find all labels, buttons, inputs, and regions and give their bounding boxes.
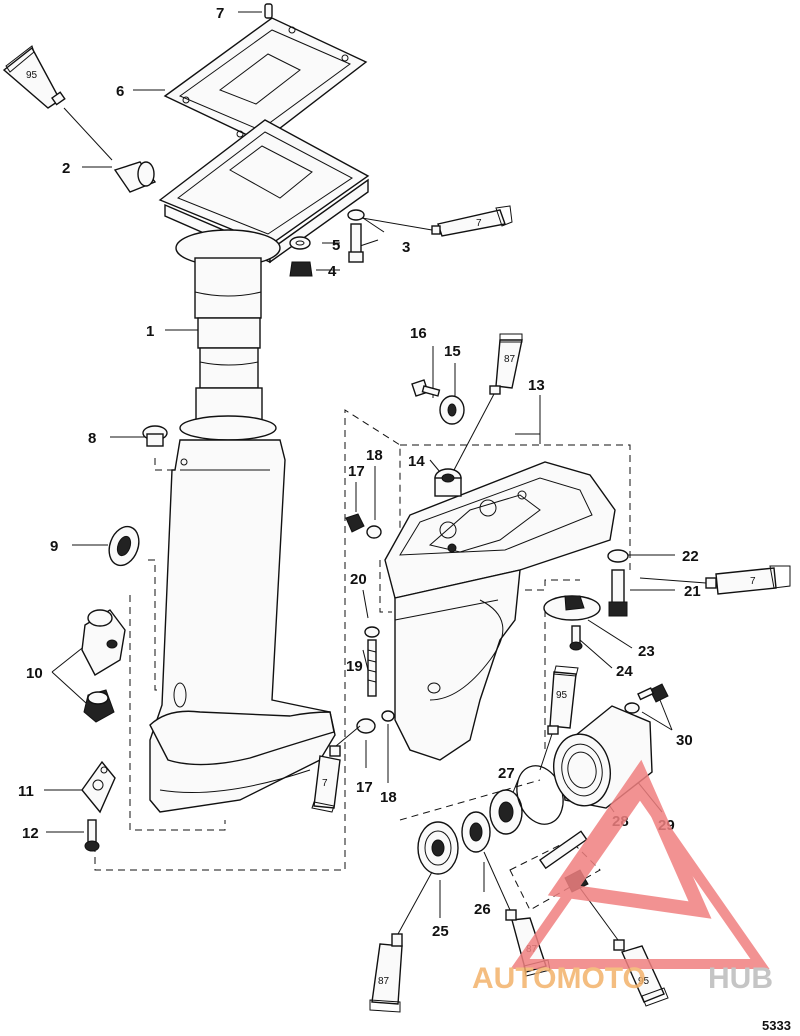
callout-26: 26 [474,901,491,918]
part-6-gasket [163,17,368,143]
lubricant-tube-87-bottom-mid: 87 [483,851,551,977]
part-12-screw [84,819,100,852]
callout-27: 27 [498,765,515,782]
callout-11: 11 [18,783,34,800]
watermark-logo: AUTOMOTO HUB [472,759,773,995]
drawing-number: 5333 [762,1018,791,1033]
part-5-washer [289,236,311,250]
callout-18-lower: 18 [380,789,397,806]
part-17-nut-upper [345,513,365,533]
tube-label: 95 [26,70,38,81]
callout-24: 24 [616,663,633,680]
callout-17-lower: 17 [356,779,373,796]
part-4-nut [289,261,313,277]
lubricant-tube-95-topleft: 95 [2,45,113,161]
part-27-bearing [489,789,523,835]
watermark-triangle-outer [510,783,770,969]
callout-9: 9 [50,538,58,555]
callout-22: 22 [682,548,699,565]
callout-21: 21 [684,583,701,600]
lubricant-tube-87-bottom-left: 87 [369,871,433,1013]
tube-label: 87 [504,354,516,365]
part-7-plug [264,3,273,19]
part-22-washer [607,549,629,563]
callout-6: 6 [116,83,124,100]
part-20-washer [364,626,380,638]
part-18-washer-lower [381,710,395,722]
part-16-bolt [411,379,441,397]
callout-30: 30 [676,732,693,749]
lubricant-tube-7-right-mid: 7 [639,565,791,595]
tube-label: 7 [476,218,482,229]
lubricant-tube-7-lower-left: 7 [311,725,361,813]
callout-10: 10 [26,665,43,682]
callout-19: 19 [346,658,363,675]
callout-3: 3 [402,239,410,256]
part-1-driveshaft-housing [149,119,370,813]
part-30-bolt-washer [624,683,669,714]
part-25-bearing [417,821,459,875]
part-10-bracket [81,609,126,723]
callout-25: 25 [432,923,449,940]
callout-7: 7 [216,5,224,22]
part-17-nut-lower [356,718,376,734]
callout-20: 20 [350,571,367,588]
part-13-gearcase [384,461,616,761]
part-9-grommet [108,525,140,567]
part-14-bushing [434,468,462,497]
part-2-sleeve [113,161,157,193]
callout-2: 2 [62,160,70,177]
tube-label: 7 [750,576,756,587]
callout-14: 14 [408,453,425,470]
callout-18-upper: 18 [366,447,383,464]
lubricant-tube-95-mid: 95 [539,665,579,771]
part-24-screw [569,625,583,651]
callout-16: 16 [410,325,427,342]
callout-23: 23 [638,643,655,660]
leader-lines [44,11,675,918]
part-19-stud [367,639,377,697]
part-8-plug [142,425,168,447]
tube-label: 7 [322,778,328,789]
callout-12: 12 [22,825,39,842]
callout-8: 8 [88,430,96,447]
callout-17-upper: 17 [348,463,365,480]
part-18-washer-upper [366,525,382,539]
callout-5: 5 [332,237,340,254]
callout-4: 4 [328,263,337,280]
tube-label: 87 [378,976,390,987]
part-21-bolt [608,569,628,617]
watermark-text-automoto: AUTOMOTO [472,962,646,995]
part-23-anode [543,595,601,621]
lubricant-tube-7-right-top: 7 [361,205,513,237]
lubricant-tube-87-mid: 87 [453,333,523,471]
callout-1: 1 [146,323,154,340]
part-11-plate [81,760,116,814]
part-26-bearing [461,811,491,853]
tube-label: 95 [638,976,650,987]
callout-15: 15 [444,343,461,360]
tube-label: 95 [556,690,568,701]
callout-13: 13 [528,377,545,394]
part-3-bolts [347,209,365,263]
watermark-text-hub: HUB [708,962,773,995]
part-15-washer [439,395,465,425]
